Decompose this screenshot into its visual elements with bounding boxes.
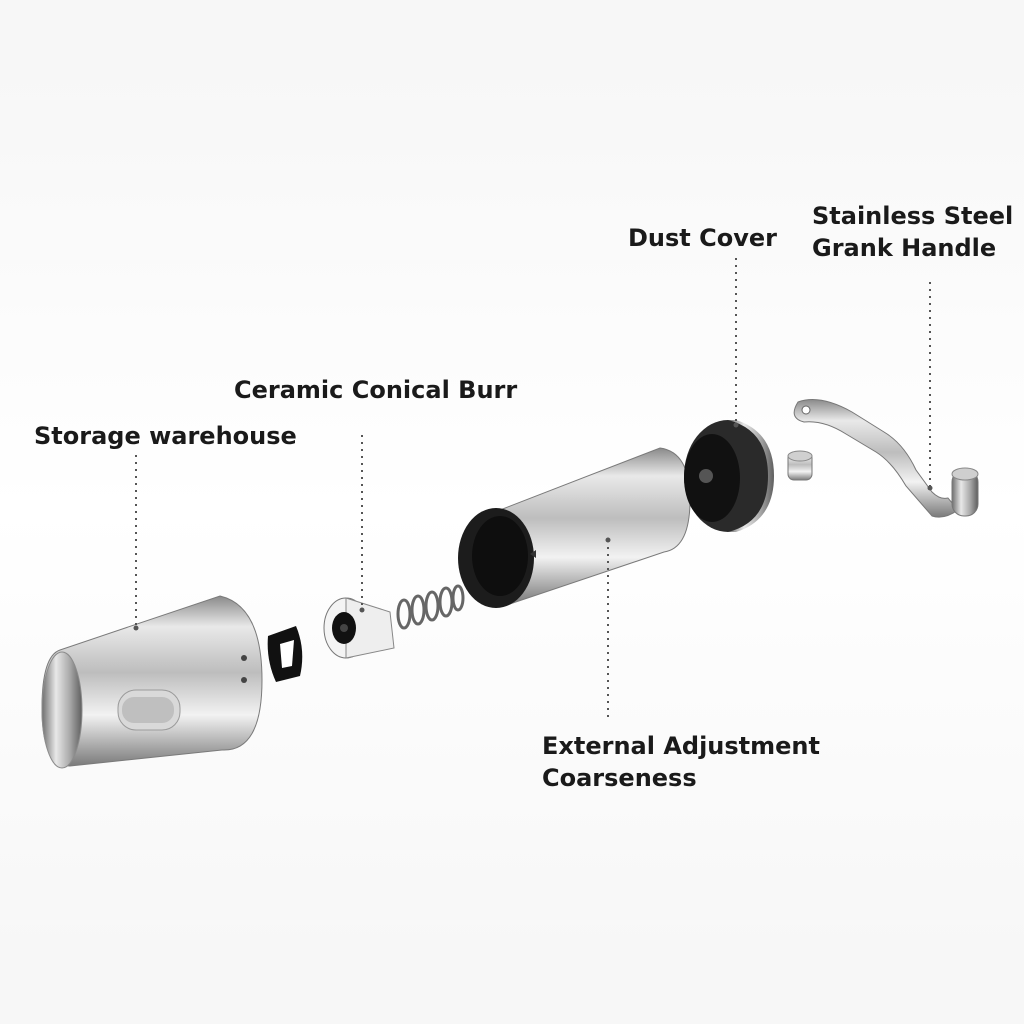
label-burr-text: Ceramic Conical Burr	[234, 376, 518, 404]
label-crank-handle: Stainless Steel Grank Handle	[812, 200, 1013, 264]
spring-part	[396, 584, 465, 630]
ceramic-burr-part	[323, 597, 395, 659]
label-storage-text: Storage warehouse	[34, 422, 297, 450]
label-dust-cover-text: Dust Cover	[628, 224, 777, 252]
label-adjust-line1: External Adjustment	[542, 732, 820, 760]
crank-handle-part	[793, 399, 979, 518]
external-adjustment-body	[458, 447, 691, 608]
label-handle-line1: Stainless Steel	[812, 202, 1014, 230]
label-dust-cover: Dust Cover	[628, 222, 777, 254]
nut-part	[787, 450, 813, 481]
label-handle-line2: Grank Handle	[812, 234, 997, 262]
dust-cover-part	[684, 420, 774, 532]
storage-warehouse-part	[41, 595, 263, 769]
label-storage-warehouse: Storage warehouse	[34, 420, 297, 452]
label-external-adjustment: External Adjustment Coarseness	[542, 730, 820, 794]
black-adapter-part	[267, 626, 303, 682]
label-adjust-line2: Coarseness	[542, 764, 697, 792]
label-ceramic-burr: Ceramic Conical Burr	[234, 374, 517, 406]
